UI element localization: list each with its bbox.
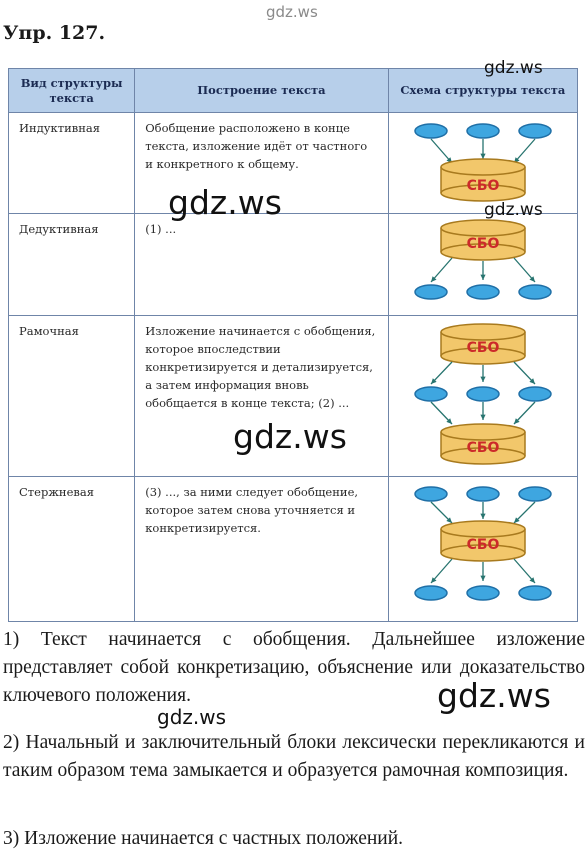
arrow-head — [529, 577, 535, 583]
deductive-scheme-diagram: СБО — [413, 219, 552, 300]
exercise-title: Упр. 127. — [3, 22, 106, 44]
answer-2: 2) Начальный и заключительный блоки лекс… — [3, 729, 585, 785]
table-row: Рамочная Изложение начинается с обобщени… — [7, 315, 579, 477]
detail-ellipse — [517, 486, 552, 502]
sbo-label: СБО — [466, 178, 499, 194]
core-scheme-diagram: СБО — [413, 486, 552, 601]
construction-cell: Обобщение расположено в конце текста, из… — [134, 112, 389, 214]
arrow-head — [430, 276, 437, 282]
arrow-head — [529, 378, 535, 384]
watermark: gdz.ws — [233, 417, 347, 456]
sbo-label: СБО — [466, 340, 499, 356]
watermark: gdz.ws — [437, 676, 551, 715]
detail-ellipse — [465, 386, 500, 402]
structure-type-cell: Стержневая — [7, 476, 136, 622]
table-row: Индуктивная Обобщение расположено в конц… — [7, 112, 579, 214]
table-header-row: Вид структуры текста Построение текста С… — [7, 68, 579, 113]
frame-scheme-diagram: СБО СБО — [413, 323, 552, 465]
watermark: gdz.ws — [168, 183, 282, 222]
construction-cell: Изложение начинается с обобщения, которо… — [134, 315, 389, 477]
construction-cell: (1) ... — [134, 213, 389, 316]
arrow-head — [480, 513, 486, 519]
detail-ellipse — [413, 123, 448, 139]
sbo-cylinder: СБО — [439, 219, 526, 261]
scheme-cell: СБО — [387, 476, 579, 622]
scheme-cell: СБО — [387, 213, 579, 316]
arrow-head — [480, 376, 486, 382]
detail-ellipse — [517, 123, 552, 139]
structure-type-cell: Рамочная — [7, 315, 136, 477]
arrow-head — [480, 575, 486, 581]
header-structure-scheme: Схема структуры текста — [387, 68, 579, 113]
arrow-head — [513, 517, 520, 523]
arrow-head — [446, 418, 452, 424]
scheme-cell: СБО — [387, 112, 579, 214]
inductive-scheme-diagram: СБО — [413, 123, 552, 202]
detail-ellipse — [465, 585, 500, 601]
arrow-head — [430, 378, 437, 384]
arrow-head — [480, 153, 486, 159]
arrow-head — [430, 577, 437, 583]
answer-3: 3) Изложение начинается с частных положе… — [3, 825, 585, 853]
sbo-label: СБО — [466, 440, 499, 456]
detail-ellipse — [465, 123, 500, 139]
structure-type-cell: Индуктивная — [7, 112, 136, 214]
sbo-cylinder: СБО — [439, 423, 526, 465]
text-structure-table: Вид структуры текста Построение текста С… — [7, 68, 579, 622]
arrow-head — [480, 414, 486, 420]
detail-ellipse — [413, 486, 448, 502]
detail-ellipse — [465, 486, 500, 502]
detail-ellipse — [517, 585, 552, 601]
answer-1: 1) Текст начинается с обобщения. Дальней… — [3, 626, 585, 710]
scheme-cell: СБО СБО — [387, 315, 579, 477]
watermark: gdz.ws — [484, 58, 543, 78]
header-structure-type: Вид структуры текста — [7, 68, 136, 113]
watermark: gdz.ws — [266, 3, 318, 21]
sbo-label: СБО — [466, 537, 499, 553]
answer-text: 1) Текст начинается с обобщения. Дальней… — [3, 629, 585, 706]
table-row: Стержневая (3) ..., за ними следует обоб… — [7, 476, 579, 622]
watermark: gdz.ws — [157, 705, 227, 729]
arrow-head — [480, 274, 486, 280]
table-row: Дедуктивная (1) ... СБО — [7, 213, 579, 316]
sbo-cylinder: СБО — [439, 520, 526, 562]
detail-ellipse — [413, 585, 448, 601]
construction-cell: (3) ..., за ними следует обобщение, кото… — [134, 476, 389, 622]
answer-text: 2) Начальный и заключительный блоки лекс… — [3, 732, 585, 781]
header-text-construction: Построение текста — [134, 68, 389, 113]
detail-ellipse — [517, 386, 552, 402]
detail-ellipse — [413, 386, 448, 402]
detail-ellipse — [413, 284, 448, 300]
sbo-cylinder: СБО — [439, 158, 526, 202]
sbo-cylinder: СБО — [439, 323, 526, 365]
arrow-head — [445, 517, 452, 523]
structure-type-cell: Дедуктивная — [7, 213, 136, 316]
arrow-head — [513, 418, 520, 424]
watermark: gdz.ws — [484, 200, 543, 220]
arrow-head — [529, 276, 535, 282]
detail-ellipse — [465, 284, 500, 300]
answer-text: 3) Изложение начинается с частных положе… — [3, 828, 404, 849]
sbo-label: СБО — [466, 236, 499, 252]
detail-ellipse — [517, 284, 552, 300]
